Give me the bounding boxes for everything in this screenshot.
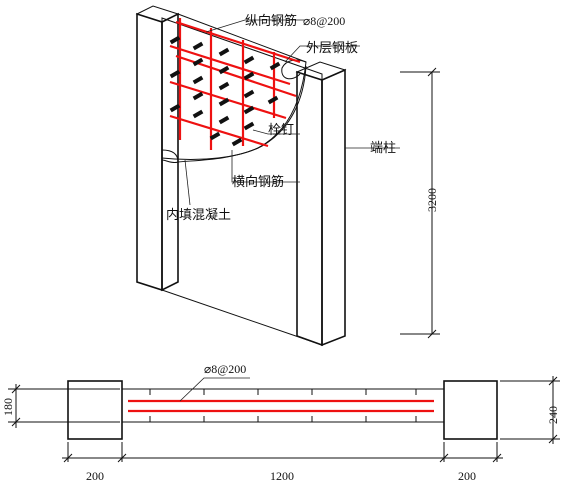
section-web: [121, 388, 445, 423]
plan-section: ⌀8@200 180 240 200 1200 200: [1, 362, 560, 483]
dim-web-length: 1200: [270, 469, 294, 483]
label-vertical-rebar: 纵向钢筋: [245, 13, 297, 29]
isometric-wall-view: [135, 5, 400, 347]
left-end-column: [135, 5, 180, 292]
section-left-column: [67, 380, 123, 440]
dim-wall-thickness: 180: [1, 398, 15, 416]
dim-height: 3200: [425, 188, 439, 212]
label-infill-concrete: 内填混凝土: [166, 207, 231, 223]
right-end-column: [295, 61, 347, 347]
label-outer-steel-plate: 外层钢板: [306, 41, 358, 56]
height-dimension: 3200: [400, 67, 440, 339]
dim-right-column-width: 200: [458, 469, 476, 483]
label-stud: 栓钉: [268, 123, 294, 138]
dim-left-column-width: 200: [86, 469, 104, 483]
dim-column-depth: 240: [546, 406, 560, 424]
stud-array: [169, 35, 281, 147]
label-horizontal-rebar: 横向钢筋: [232, 174, 284, 190]
section-rebar-spec: ⌀8@200: [204, 362, 246, 376]
label-end-column: 端柱: [370, 141, 396, 156]
label-vertical-rebar-spec: ⌀8@200: [303, 14, 345, 28]
section-right-column: [443, 380, 498, 440]
